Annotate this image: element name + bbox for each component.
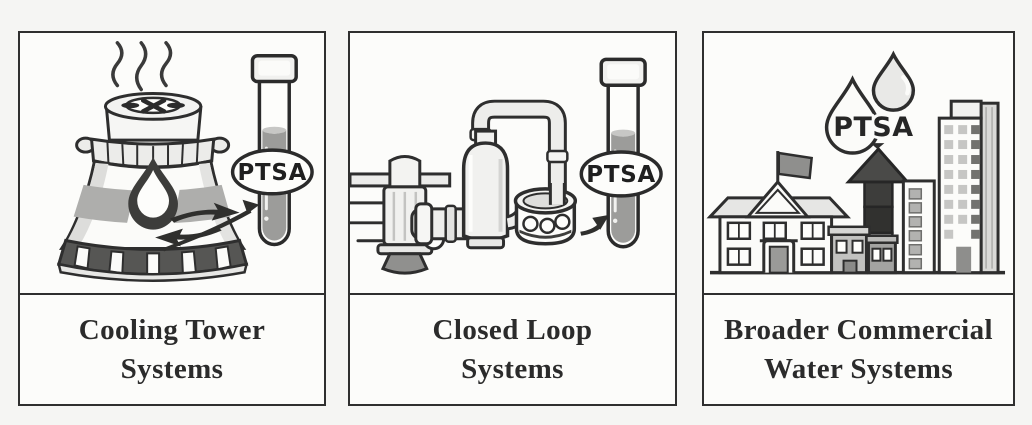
caption-line: Systems xyxy=(461,352,564,385)
ptsa-label: PTSA xyxy=(833,112,913,143)
test-tube-icon: PTSA xyxy=(230,53,314,247)
cooling-tower-illustration: PTSA xyxy=(20,33,324,293)
caption-closed-loop-systems: Closed Loop Systems xyxy=(350,293,675,404)
caption-line: Systems xyxy=(120,352,224,385)
caption-line: Water Systems xyxy=(763,352,954,385)
ptsa-badge: PTSA xyxy=(230,148,314,196)
caption-line: Closed Loop xyxy=(432,314,593,347)
closed-loop-illustration: PTSA xyxy=(350,33,675,293)
steam-icon xyxy=(111,41,173,92)
ptsa-badge-label: PTSA xyxy=(586,162,656,188)
test-tube-icon: PTSA xyxy=(579,57,663,249)
ptsa-badge-label: PTSA xyxy=(238,160,308,186)
panel-cooling-tower-systems: PTSA Cooling Tower Systems xyxy=(18,31,326,406)
caption-line: Broader Commercial xyxy=(724,314,993,347)
fan-icon xyxy=(121,98,185,114)
water-drop-outline-icon xyxy=(824,75,881,155)
panel-closed-loop-systems: PTSA Closed Loop Systems xyxy=(348,31,677,406)
caption-line: Cooling Tower xyxy=(78,314,266,347)
low-rise-buildings-icon xyxy=(827,225,899,275)
water-drop-icon xyxy=(128,157,178,230)
ptsa-badge: PTSA xyxy=(579,150,663,198)
panel-broader-commercial-water-systems: PTSA xyxy=(702,31,1015,406)
dosing-pot-icon xyxy=(505,182,578,246)
caption-broader-commercial-water-systems: Broader Commercial Water Systems xyxy=(704,293,1013,404)
commercial-water-illustration: PTSA xyxy=(704,33,1013,293)
filter-vessel-icon xyxy=(461,129,510,250)
high-rise-buildings-icon xyxy=(901,99,1000,275)
house-icon xyxy=(706,151,852,275)
caption-cooling-tower-systems: Cooling Tower Systems xyxy=(20,293,324,404)
water-drop-filled-icon xyxy=(871,50,916,112)
flag-icon xyxy=(776,151,814,182)
flow-arrow-icon xyxy=(580,214,610,236)
